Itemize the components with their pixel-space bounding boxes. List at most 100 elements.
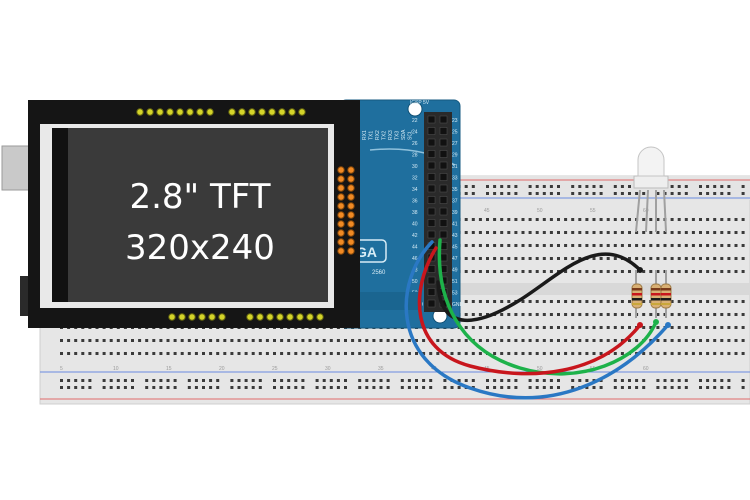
breadboard-hole xyxy=(429,386,433,389)
breadboard-hole xyxy=(535,352,539,355)
pin-number: 51 xyxy=(452,279,458,285)
breadboard-hole xyxy=(315,386,319,389)
breadboard-hole xyxy=(620,270,624,273)
breadboard-hole xyxy=(557,339,560,342)
tft-pin xyxy=(347,238,355,246)
header-pin xyxy=(427,150,436,158)
tft-pin xyxy=(188,313,196,321)
breadboard-hole xyxy=(720,386,724,389)
breadboard-hole xyxy=(443,379,447,382)
breadboard-hole xyxy=(699,192,702,195)
breadboard-hole xyxy=(109,379,113,382)
breadboard-hole xyxy=(287,379,291,382)
breadboard-hole xyxy=(713,300,717,303)
breadboard-hole xyxy=(620,192,624,195)
pin-number: 53 xyxy=(452,291,458,297)
breadboard-hole xyxy=(585,386,589,389)
breadboard-hole xyxy=(322,379,326,382)
breadboard-hole xyxy=(74,386,78,389)
breadboard-hole xyxy=(486,218,489,221)
breadboard-hole xyxy=(564,218,568,221)
pin-number: 42 xyxy=(412,233,418,239)
breadboard-hole xyxy=(734,231,738,234)
breadboard-hole xyxy=(713,270,717,273)
header-pin xyxy=(427,127,436,135)
tft-pin xyxy=(228,108,236,116)
tft-screen-edge xyxy=(52,128,68,302)
breadboard-hole xyxy=(486,244,489,247)
pin-number: 44 xyxy=(412,245,418,251)
header-pin xyxy=(439,138,448,147)
breadboard-hole xyxy=(251,379,255,382)
breadboard-hole xyxy=(741,257,745,260)
column-number: 60 xyxy=(643,366,649,372)
breadboard-hole xyxy=(699,313,702,316)
breadboard-hole xyxy=(415,352,418,355)
breadboard-hole xyxy=(585,313,589,316)
header-pin xyxy=(427,299,436,308)
breadboard-hole xyxy=(464,300,468,303)
breadboard-hole xyxy=(273,379,276,382)
breadboard-hole xyxy=(400,379,404,382)
breadboard-hole xyxy=(152,352,156,355)
breadboard-hole xyxy=(691,244,695,247)
breadboard-hole xyxy=(542,185,546,188)
breadboard-hole xyxy=(216,379,220,382)
breadboard-hole xyxy=(344,379,347,382)
column-number: 20 xyxy=(219,366,225,372)
tft-label-line2: 320x240 xyxy=(125,228,275,268)
breadboard-hole xyxy=(727,192,731,195)
breadboard-hole xyxy=(592,270,596,273)
breadboard-hole xyxy=(620,300,624,303)
breadboard-hole xyxy=(379,379,383,382)
breadboard-hole xyxy=(549,313,553,316)
breadboard-hole xyxy=(571,352,575,355)
breadboard-hole xyxy=(528,244,532,247)
breadboard-hole xyxy=(301,352,305,355)
breadboard-hole xyxy=(507,352,511,355)
tft-pin xyxy=(146,108,154,116)
breadboard-hole xyxy=(542,326,546,329)
breadboard-hole xyxy=(620,231,624,234)
breadboard-hole xyxy=(166,339,170,342)
breadboard-hole xyxy=(713,386,717,389)
tft-pin xyxy=(337,247,345,255)
breadboard-hole xyxy=(507,185,511,188)
breadboard-hole xyxy=(237,379,241,382)
side-pin-label: RX1 xyxy=(362,130,368,140)
breadboard-hole xyxy=(471,231,475,234)
breadboard-hole xyxy=(301,379,305,382)
breadboard-hole xyxy=(713,192,717,195)
breadboard-hole xyxy=(585,192,589,195)
breadboard-hole xyxy=(528,339,532,342)
breadboard-hole xyxy=(123,379,127,382)
breadboard-hole xyxy=(407,379,411,382)
breadboard-hole xyxy=(734,300,738,303)
tft-pin xyxy=(286,313,294,321)
breadboard-hole xyxy=(365,339,369,342)
breadboard-hole xyxy=(564,313,568,316)
breadboard-hole xyxy=(585,270,589,273)
breadboard-hole xyxy=(273,339,276,342)
tft-pin xyxy=(347,229,355,237)
breadboard-hole xyxy=(741,231,745,234)
breadboard-hole xyxy=(500,300,504,303)
tft-pin xyxy=(238,108,246,116)
breadboard-hole xyxy=(415,379,418,382)
breadboard-hole xyxy=(102,352,106,355)
breadboard-hole xyxy=(663,379,667,382)
breadboard-hole xyxy=(336,352,340,355)
breadboard-hole xyxy=(684,352,688,355)
breadboard-hole xyxy=(585,352,589,355)
breadboard-hole xyxy=(635,231,639,234)
pin-number: 38 xyxy=(412,210,418,216)
breadboard-hole xyxy=(209,352,213,355)
breadboard-hole xyxy=(606,257,610,260)
header-pin xyxy=(427,219,436,227)
resistor xyxy=(631,283,643,309)
breadboard-hole xyxy=(322,339,326,342)
breadboard-hole xyxy=(663,231,667,234)
breadboard-hole xyxy=(663,257,667,260)
breadboard-hole xyxy=(642,313,646,316)
breadboard-hole xyxy=(95,339,99,342)
